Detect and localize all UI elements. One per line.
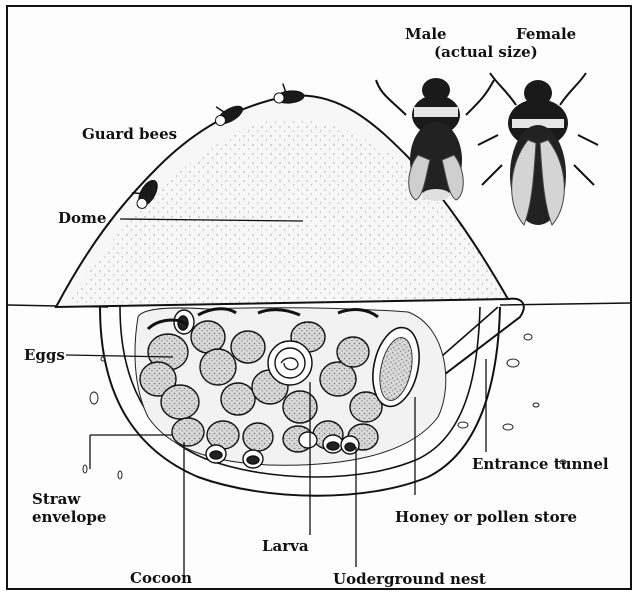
- guard-bees-label: Guard bees: [82, 125, 177, 143]
- underground-nest-label: Uoderground nest: [333, 570, 486, 588]
- dome-label: Dome: [58, 209, 106, 227]
- honey-store-label: Honey or pollen store: [395, 508, 577, 526]
- male-label: Male: [405, 25, 447, 43]
- entrance-tunnel-label: Entrance tunnel: [472, 455, 609, 473]
- female-bee: [478, 73, 598, 225]
- cocoon-label: Cocoon: [130, 569, 192, 587]
- straw-envelope-label: Straw envelope: [32, 490, 106, 526]
- larva-label: Larva: [262, 537, 309, 555]
- eggs-label: Eggs: [24, 346, 65, 364]
- female-label: Female: [516, 25, 576, 43]
- diagram-frame: Male (actual size) Female Guard bees Dom…: [6, 5, 632, 590]
- straw-envelope-label-line2: envelope: [32, 508, 106, 526]
- actual-size-label: (actual size): [434, 43, 538, 61]
- straw-envelope-label-line1: Straw: [32, 490, 106, 508]
